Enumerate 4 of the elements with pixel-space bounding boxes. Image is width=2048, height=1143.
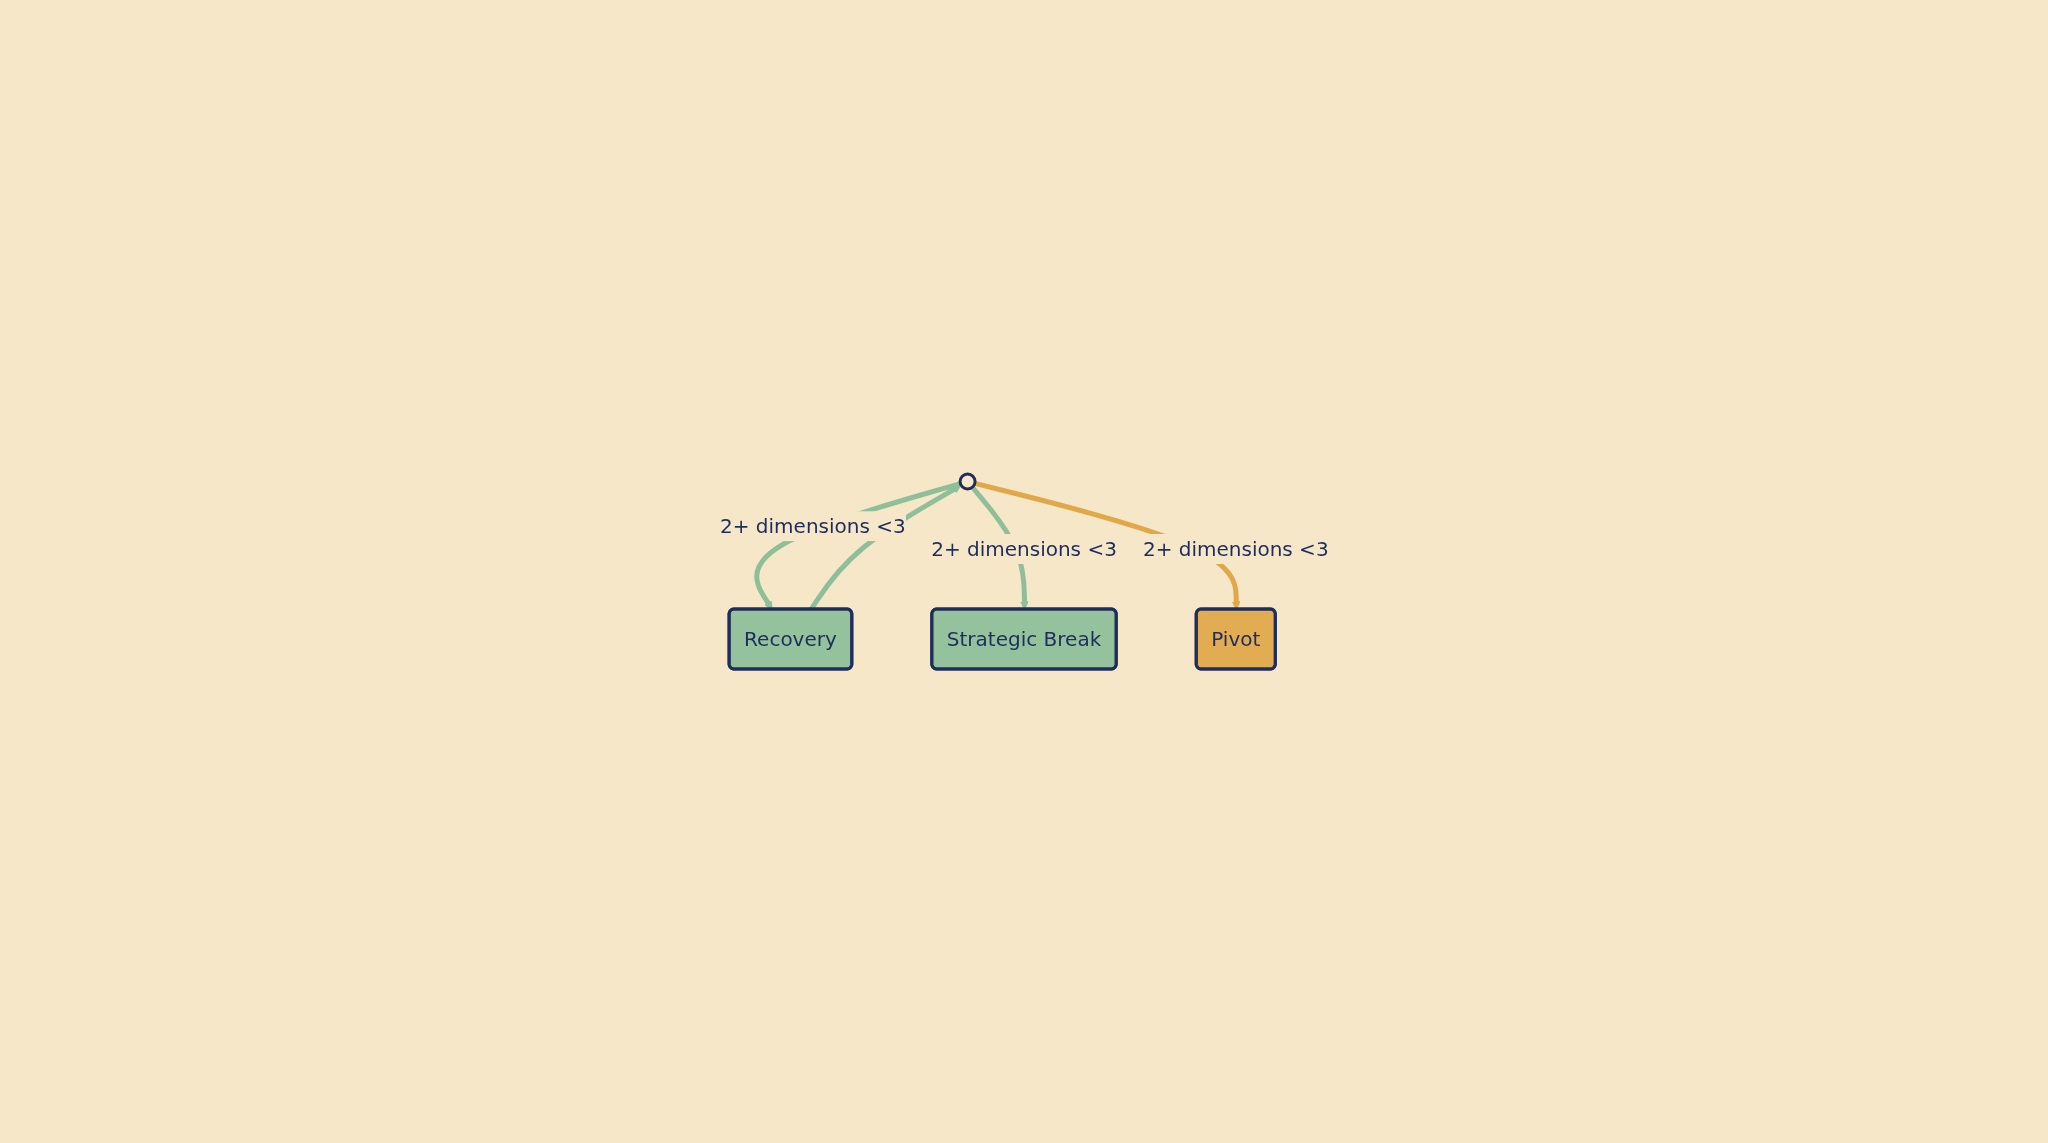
edge-label: 2+ dimensions <3 [1142, 536, 1329, 561]
edge-label: 2+ dimensions <3 [719, 514, 906, 539]
edge-label: 2+ dimensions <3 [930, 536, 1117, 561]
node-circle [958, 472, 977, 491]
